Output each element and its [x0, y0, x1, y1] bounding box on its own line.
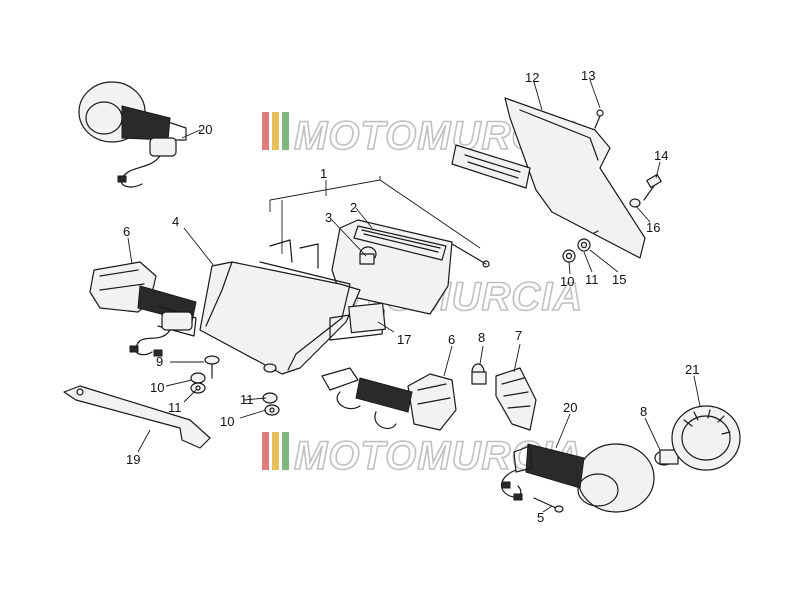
connector-17	[348, 302, 386, 334]
callout-3: 3	[325, 210, 332, 225]
reflector-housing-7	[495, 367, 537, 431]
tail-light-housing	[199, 239, 385, 375]
callout-13: 13	[581, 68, 595, 83]
tail-light-lens	[331, 219, 490, 315]
callout-1: 1	[320, 166, 327, 181]
turn-signal-right	[321, 367, 457, 431]
callout-7: 7	[515, 328, 522, 343]
callout-20-bottom: 20	[563, 400, 577, 415]
callout-11-middle: 11	[240, 392, 254, 407]
callout-8-middle: 8	[478, 330, 485, 345]
lens-ring-21	[671, 405, 741, 471]
callout-10-right: 10	[560, 274, 574, 289]
callout-2: 2	[350, 200, 357, 215]
callout-21: 21	[685, 362, 699, 377]
callout-6-left: 6	[123, 224, 130, 239]
mounting-bracket-19	[63, 385, 211, 449]
fasteners-left	[190, 355, 280, 416]
callout-20-top: 20	[198, 122, 212, 137]
license-plate-bracket	[451, 97, 646, 259]
bulb-8-middle	[471, 363, 487, 385]
callout-19: 19	[126, 452, 140, 467]
callout-4: 4	[172, 214, 179, 229]
bulb-3	[359, 246, 377, 265]
callout-12: 12	[525, 70, 539, 85]
bulb-8-right	[654, 449, 679, 466]
callout-labels: 20 12 13 14 16 15 11 10 1 2 3 4 6 17 9 1…	[123, 68, 699, 525]
callout-14: 14	[654, 148, 668, 163]
callout-8-right: 8	[640, 404, 647, 419]
callout-6-right: 6	[448, 332, 455, 347]
turn-signal-left	[89, 261, 197, 357]
callout-10-middle: 10	[220, 414, 234, 429]
callout-16: 16	[646, 220, 660, 235]
callout-11-left: 11	[168, 400, 182, 415]
callout-17: 17	[397, 332, 411, 347]
callout-10-left: 10	[150, 380, 164, 395]
leader-lines	[127, 79, 701, 513]
turn-signal-top-left	[78, 81, 187, 188]
callout-11-right: 11	[585, 272, 599, 287]
callout-5: 5	[537, 510, 544, 525]
callout-9: 9	[156, 354, 163, 369]
callout-15: 15	[612, 272, 626, 287]
turn-signal-bottom-right	[500, 443, 655, 513]
screw-5	[533, 497, 564, 513]
fasteners-right	[562, 173, 662, 263]
